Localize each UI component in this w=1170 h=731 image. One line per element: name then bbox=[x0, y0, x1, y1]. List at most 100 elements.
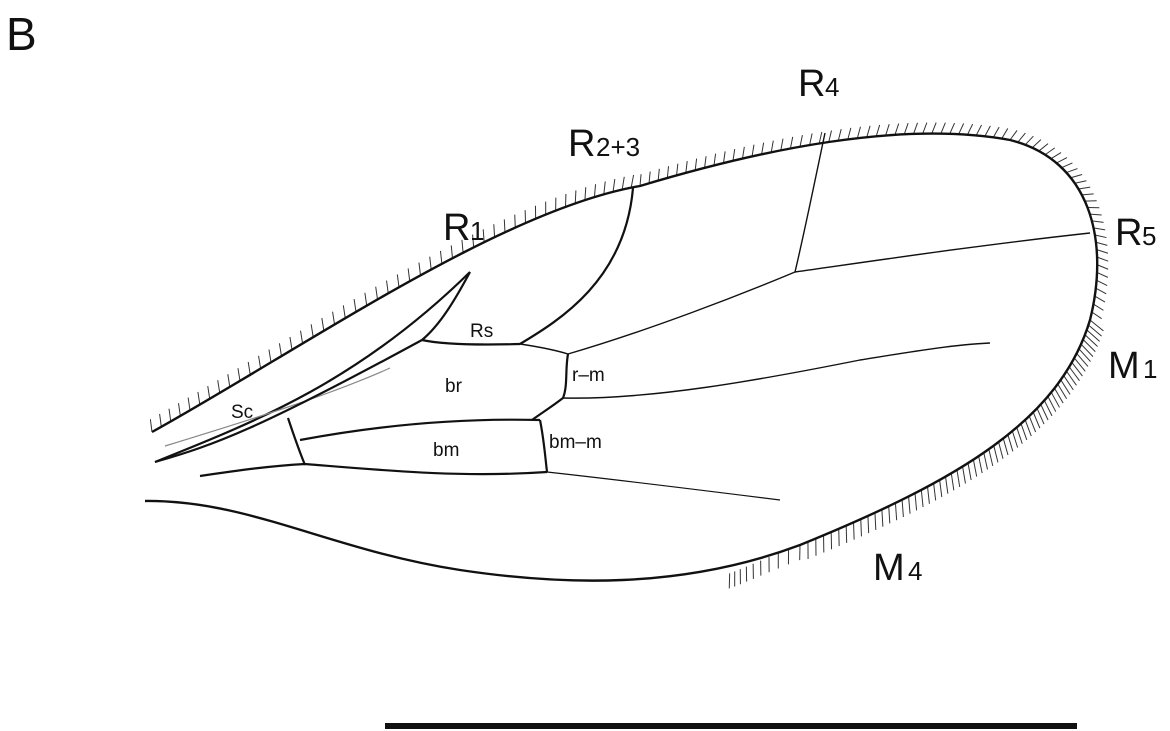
m4-sub: 4 bbox=[908, 556, 922, 586]
seta bbox=[1045, 148, 1055, 155]
seta bbox=[984, 453, 988, 470]
r4-sub: 4 bbox=[825, 72, 839, 102]
seta bbox=[989, 449, 993, 466]
sc-vein bbox=[165, 368, 390, 446]
label-m1: M 1 bbox=[1108, 345, 1157, 387]
seta bbox=[752, 145, 754, 157]
seta bbox=[923, 123, 927, 134]
br-lower-vein bbox=[300, 420, 540, 440]
seta bbox=[430, 257, 431, 270]
r1-main: R bbox=[443, 207, 470, 249]
seta bbox=[504, 219, 505, 232]
r23-main: R bbox=[568, 123, 595, 165]
seta bbox=[967, 124, 972, 135]
seta bbox=[494, 224, 495, 237]
seta bbox=[928, 487, 930, 504]
seta bbox=[1039, 144, 1048, 151]
seta bbox=[365, 293, 367, 306]
seta bbox=[322, 318, 324, 331]
seta bbox=[1062, 163, 1073, 168]
rm-vein bbox=[532, 354, 568, 420]
seta bbox=[1081, 344, 1093, 356]
label-m4: M 4 bbox=[873, 547, 922, 589]
seta bbox=[762, 143, 764, 155]
seta bbox=[1064, 376, 1074, 390]
seta bbox=[515, 215, 516, 228]
seta bbox=[208, 386, 210, 399]
seta bbox=[160, 414, 162, 427]
label-r1: R 1 bbox=[443, 207, 484, 249]
r23-vein bbox=[520, 188, 633, 344]
seta bbox=[290, 337, 292, 350]
scale-bar bbox=[385, 723, 1077, 729]
seta bbox=[1095, 296, 1105, 302]
seta bbox=[889, 506, 890, 523]
seta bbox=[1021, 424, 1027, 440]
seta bbox=[1075, 181, 1087, 184]
seta bbox=[1090, 320, 1103, 331]
cell-label-sc: Sc bbox=[231, 402, 253, 423]
seta bbox=[957, 470, 960, 487]
r5-sub: 5 bbox=[1142, 221, 1156, 251]
seta bbox=[218, 380, 220, 393]
seta bbox=[1066, 169, 1077, 173]
seta bbox=[999, 442, 1003, 459]
seta bbox=[1008, 435, 1013, 452]
label-r4: R 4 bbox=[798, 63, 839, 105]
seta bbox=[259, 356, 261, 369]
seta bbox=[714, 154, 716, 166]
seta bbox=[333, 312, 335, 325]
seta bbox=[994, 446, 998, 463]
m4-main: M bbox=[873, 547, 905, 589]
seta bbox=[1097, 272, 1108, 277]
seta bbox=[1097, 265, 1108, 269]
seta bbox=[1018, 133, 1026, 142]
seta bbox=[790, 137, 792, 149]
seta bbox=[800, 135, 802, 147]
seta bbox=[169, 409, 171, 422]
seta bbox=[658, 169, 659, 181]
cell-label-bm: bm bbox=[433, 440, 459, 461]
wing-outline bbox=[145, 134, 1097, 581]
seta bbox=[915, 493, 917, 510]
seta bbox=[228, 374, 230, 387]
bm-lower-vein bbox=[200, 464, 547, 476]
seta bbox=[1083, 339, 1095, 351]
seta bbox=[613, 179, 615, 192]
seta bbox=[1097, 257, 1108, 261]
seta bbox=[1037, 408, 1044, 424]
r4-main: R bbox=[798, 63, 825, 105]
cell-label-bmm: bm–m bbox=[549, 432, 602, 453]
seta bbox=[419, 263, 421, 276]
panel-label: B bbox=[6, 8, 37, 60]
seta bbox=[1010, 130, 1017, 140]
seta bbox=[622, 177, 624, 190]
seta bbox=[248, 362, 250, 375]
seta bbox=[882, 509, 883, 526]
seta bbox=[861, 519, 862, 536]
seta bbox=[1087, 330, 1100, 341]
seta bbox=[810, 133, 813, 145]
seta bbox=[677, 164, 678, 176]
seta bbox=[1012, 431, 1017, 447]
seta bbox=[640, 174, 641, 186]
bm-top-vein bbox=[288, 418, 305, 465]
seta bbox=[902, 500, 903, 517]
m1-main: M bbox=[1108, 345, 1140, 387]
seta bbox=[1094, 228, 1106, 230]
seta bbox=[397, 274, 399, 287]
seta bbox=[913, 123, 917, 134]
bmm-vein bbox=[540, 420, 547, 472]
seta bbox=[1088, 325, 1101, 336]
seta bbox=[1074, 358, 1085, 371]
seta bbox=[1002, 128, 1008, 138]
r23-sub: 2+3 bbox=[596, 132, 640, 162]
seta bbox=[705, 156, 707, 168]
seta bbox=[1051, 153, 1061, 159]
seta bbox=[963, 467, 966, 484]
r1-sub: 1 bbox=[470, 216, 484, 246]
seta bbox=[279, 343, 281, 356]
seta bbox=[848, 128, 851, 139]
seta bbox=[723, 151, 725, 163]
seta bbox=[940, 480, 942, 497]
